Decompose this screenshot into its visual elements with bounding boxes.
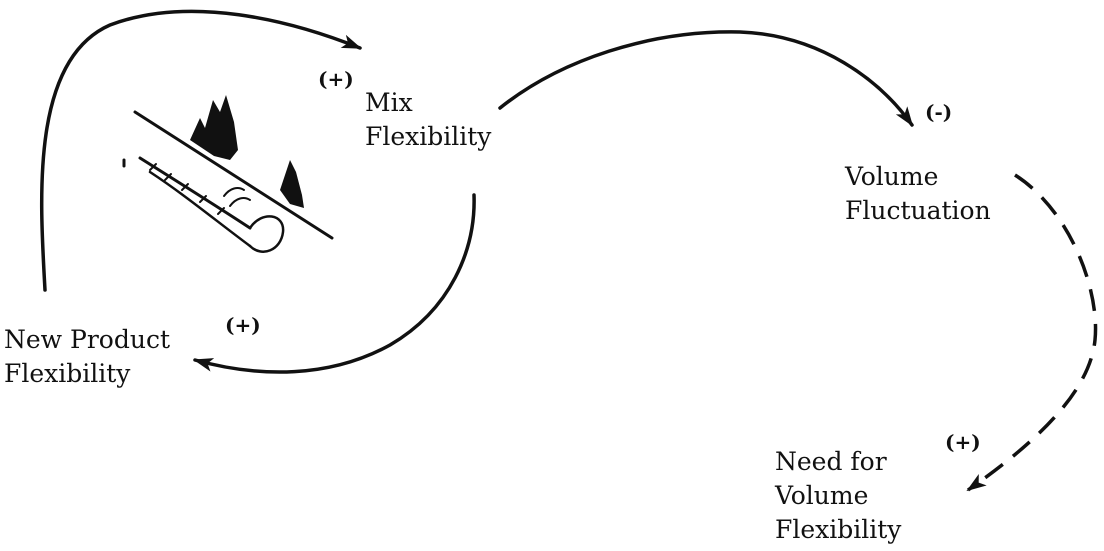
node-volume-fluctuation: Volume Fluctuation — [845, 160, 991, 228]
node-need-for-volume-flexibility: Need for Volume Flexibility — [775, 445, 901, 547]
node-mix-flexibility: Mix Flexibility — [365, 86, 491, 154]
node-label-line: Flexibility — [775, 515, 902, 544]
arrow-volume-fluctuation-to-need-volume — [966, 173, 1098, 492]
polarity-to-volume-fluctuation: (-) — [925, 100, 953, 124]
node-label-line: Fluctuation — [845, 196, 991, 225]
tree-sketch-icon — [190, 95, 304, 208]
road-tunnel-trees-sketch-icon — [122, 110, 334, 253]
node-label-line: New Product — [4, 325, 170, 354]
node-label-line: Volume — [775, 481, 869, 510]
node-new-product-flexibility: New Product Flexibility — [4, 323, 170, 391]
polarity-to-mix: (+) — [318, 67, 354, 91]
arrow-mix-to-new-product — [193, 193, 476, 374]
polarity-to-new-product: (+) — [225, 313, 261, 337]
arrow-mix-to-volume-fluctuation — [498, 30, 914, 127]
node-label-line: Flexibility — [4, 359, 131, 388]
node-label-line: Need for — [775, 447, 887, 476]
node-label-line: Mix — [365, 88, 413, 117]
polarity-to-need-volume: (+) — [945, 430, 981, 454]
node-label-line: Flexibility — [365, 122, 492, 151]
arrow-new-product-to-mix — [39, 9, 362, 292]
node-label-line: Volume — [845, 162, 939, 191]
